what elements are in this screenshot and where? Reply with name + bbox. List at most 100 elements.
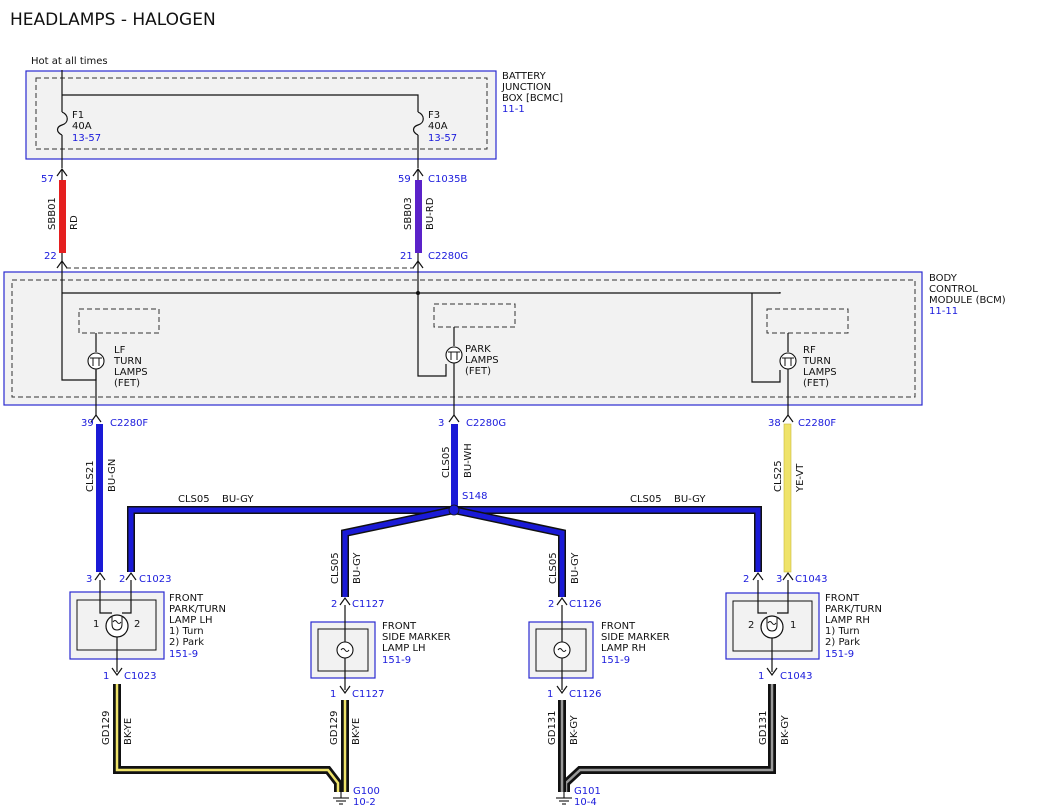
fet-park-line-2: LAMPS bbox=[465, 355, 499, 366]
lamp-rh-bulb-icon bbox=[760, 615, 784, 639]
wire-gd129-lh-circuit: GD129 bbox=[101, 710, 112, 745]
fuse-f1-rating: 40A bbox=[72, 121, 92, 132]
lamp-rh-pt-name-2: PARK/TURN bbox=[825, 604, 882, 615]
fet-rf-line-2: TURN bbox=[802, 356, 831, 367]
lamp-rh-pt-top-pin-2: 3 bbox=[776, 574, 782, 585]
lamp-lh-pt-top-conn: C1023 bbox=[139, 574, 171, 585]
fet-rf-line-4: (FET) bbox=[803, 378, 829, 389]
lamp-rh-sm-name-2: SIDE MARKER bbox=[601, 632, 670, 643]
ground-g100-ref: 10-2 bbox=[353, 797, 376, 808]
lamp-lh-pt-bottom-conn: C1023 bbox=[124, 671, 156, 682]
lamp-rh-pt-bottom-pin: 1 bbox=[758, 671, 764, 682]
wire-sbb01-circuit: SBB01 bbox=[47, 197, 58, 230]
fuse-f3-name: F3 bbox=[428, 110, 440, 121]
bjb-name-line-2: JUNCTION bbox=[501, 82, 551, 93]
fet-rf-line-3: LAMPS bbox=[803, 367, 837, 378]
body-control-module-inner bbox=[11, 279, 916, 398]
wire-cls05-bu-gy-harness bbox=[127, 505, 762, 597]
ground-g100-name: G100 bbox=[353, 786, 380, 797]
wire-cls21-color: BU-GN bbox=[107, 459, 118, 492]
wire-gd129 bbox=[113, 684, 349, 792]
lamp-lh-pt-top-pin-1: 3 bbox=[86, 574, 92, 585]
lamp-lh-sm-bottom-pin: 1 bbox=[330, 689, 336, 700]
lamp-lh-sm-name-1: FRONT bbox=[382, 621, 417, 632]
ground-g101-ref: 10-4 bbox=[574, 797, 597, 808]
lamp-rh-sm-top-pin: 2 bbox=[548, 599, 554, 610]
lamp-lh-sm-top-conn: C1127 bbox=[352, 599, 384, 610]
fuse-f3-ref: 13-57 bbox=[428, 133, 457, 144]
fuse-f3-rating: 40A bbox=[428, 121, 448, 132]
wire-sbb03-color: BU-RD bbox=[425, 197, 436, 230]
fet-park-line-3: (FET) bbox=[465, 366, 491, 377]
harness-right-circuit: CLS05 bbox=[630, 494, 662, 505]
bjb-name-line-3: BOX [BCMC] bbox=[502, 93, 563, 104]
lamp-rh-sm-bottom-pin: 1 bbox=[547, 689, 553, 700]
wire-cls25 bbox=[783, 423, 792, 573]
fet-lf-control bbox=[78, 308, 160, 334]
harness-left-color: BU-GY bbox=[222, 494, 254, 505]
fuse-f1-icon bbox=[56, 111, 68, 136]
branch-right-circuit: CLS05 bbox=[548, 552, 559, 584]
wire-cls21-conn: C2280F bbox=[110, 418, 148, 429]
fet-lf-line-2: TURN bbox=[113, 356, 142, 367]
lamp-lh-pt-ref: 151-9 bbox=[169, 649, 198, 660]
battery-junction-box bbox=[25, 70, 497, 160]
lamp-rh-pt-bottom-conn: C1043 bbox=[780, 671, 812, 682]
branch-right-color: BU-GY bbox=[570, 552, 581, 584]
lamp-rh-sm-top-conn: C1126 bbox=[569, 599, 601, 610]
lamp-lh-pt-name-1: FRONT bbox=[169, 593, 204, 604]
wire-cls21-circuit: CLS21 bbox=[85, 460, 96, 492]
ground-g101-icon bbox=[556, 792, 572, 805]
wire-sbb03-circuit: SBB03 bbox=[403, 197, 414, 230]
wire-sbb03-top-pin: 59 bbox=[398, 174, 411, 185]
fet-rf-icon bbox=[779, 352, 797, 370]
hot-at-all-times-label: Hot at all times bbox=[31, 56, 108, 67]
wire-cls21 bbox=[96, 424, 103, 572]
fet-lf-line-1: LF bbox=[114, 345, 126, 356]
lamp-rh-side-pin-1: 2 bbox=[748, 620, 754, 631]
lamp-rh-side-pin-2: 1 bbox=[790, 620, 796, 631]
battery-junction-box-inner bbox=[35, 77, 488, 150]
splice-s148-label: S148 bbox=[462, 491, 487, 502]
wire-cls05-pin: 3 bbox=[438, 418, 444, 429]
body-control-module bbox=[3, 271, 923, 406]
wire-sbb03-bottom-conn: C2280G bbox=[428, 251, 468, 262]
fuse-f1-name: F1 bbox=[72, 110, 84, 121]
wire-gd131-sm-circuit: GD131 bbox=[547, 710, 558, 745]
wire-sbb01 bbox=[59, 180, 66, 253]
lamp-rh-pt-ref: 151-9 bbox=[825, 649, 854, 660]
lamp-lh-pt-bottom-pin: 1 bbox=[103, 671, 109, 682]
lamp-lh-sm-ref: 151-9 bbox=[382, 655, 411, 666]
wire-cls05-color: BU-WH bbox=[463, 443, 474, 478]
wire-cls05-circuit: CLS05 bbox=[441, 446, 452, 478]
fet-park-icon bbox=[445, 346, 463, 364]
lamp-rh-pt-name-4: 1) Turn bbox=[825, 626, 860, 637]
lamp-rh-sm-ref: 151-9 bbox=[601, 655, 630, 666]
wire-cls21-pin: 39 bbox=[81, 418, 94, 429]
lamp-rh-sm-name-1: FRONT bbox=[601, 621, 636, 632]
bcm-name-line-2: CONTROL bbox=[929, 284, 978, 295]
bcm-name-line-1: BODY bbox=[929, 273, 958, 284]
lamp-lh-pt-name-5: 2) Park bbox=[169, 637, 204, 648]
wire-sbb03-top-conn: C1035B bbox=[428, 174, 467, 185]
harness-left-circuit: CLS05 bbox=[178, 494, 210, 505]
branch-left-circuit: CLS05 bbox=[330, 552, 341, 584]
branch-left-color: BU-GY bbox=[352, 552, 363, 584]
wire-cls25-color: YE-VT bbox=[795, 463, 806, 493]
wire-sbb01-bottom-pin: 22 bbox=[44, 251, 57, 262]
lamp-lh-sm-bulb-icon bbox=[336, 641, 354, 659]
lamp-lh-sm-name-3: LAMP LH bbox=[382, 643, 426, 654]
lamp-rh-pt-name-3: LAMP RH bbox=[825, 615, 870, 626]
ground-g101-name: G101 bbox=[574, 786, 601, 797]
wire-cls25-conn: C2280F bbox=[798, 418, 836, 429]
lamp-lh-pt-name-2: PARK/TURN bbox=[169, 604, 226, 615]
lamp-lh-pt-top-pin-2: 2 bbox=[119, 574, 125, 585]
bjb-ref: 11-1 bbox=[502, 104, 525, 115]
fuse-f3-icon bbox=[412, 111, 424, 136]
bcm-ref: 11-11 bbox=[929, 306, 958, 317]
splice-s148 bbox=[448, 504, 460, 516]
lamp-lh-side-marker bbox=[310, 621, 376, 679]
lamp-rh-sm-name-3: LAMP RH bbox=[601, 643, 646, 654]
fet-lf-line-4: (FET) bbox=[114, 378, 140, 389]
lamp-rh-pt-name-5: 2) Park bbox=[825, 637, 860, 648]
